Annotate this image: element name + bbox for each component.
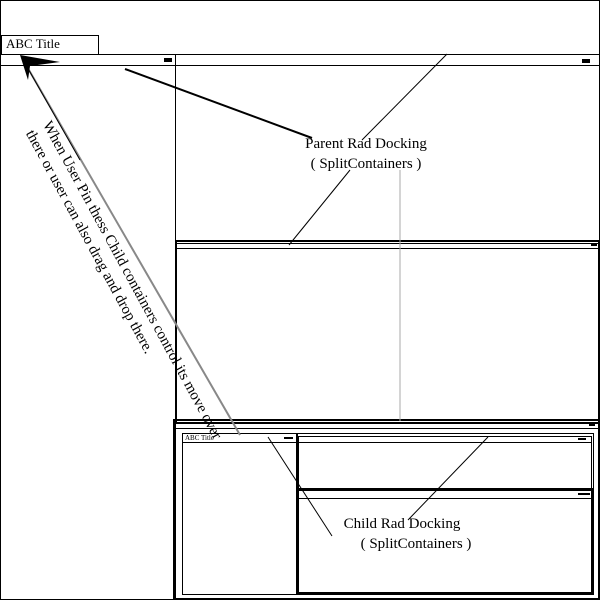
child-right-bottom-pin-icon[interactable] xyxy=(578,493,590,495)
left-pane-pin-icon[interactable] xyxy=(164,58,172,62)
parent-docking-label-line1: Parent Rad Docking xyxy=(305,136,427,152)
parent-pointer-line-3 xyxy=(288,169,351,246)
child-left-pin-icon[interactable] xyxy=(284,437,293,439)
child-pointer-line-2 xyxy=(407,436,489,521)
parent-top-pin-icon[interactable] xyxy=(582,59,590,63)
parent-docking-label-line2: ( SplitContainers ) xyxy=(310,156,422,172)
tab-title-label: ABC Title xyxy=(6,36,60,51)
child-right-bottom-pane xyxy=(297,488,593,594)
left-pane-header-line xyxy=(1,65,175,66)
parent-bottom-pin-icon[interactable] xyxy=(589,423,595,426)
child-docking-label-line2: ( SplitContainers ) xyxy=(360,536,472,552)
child-left-header-line xyxy=(183,442,297,443)
parent-middle-header-line xyxy=(177,248,598,249)
child-right-pane xyxy=(296,433,594,595)
child-docking-label-line1: Child Rad Docking xyxy=(343,516,461,532)
child-right-top-pin-icon[interactable] xyxy=(578,438,586,440)
parent-pointer-line-2 xyxy=(361,53,448,141)
pin-arrow-head xyxy=(20,55,60,80)
child-right-top-header-line xyxy=(299,442,591,443)
parent-bottom-header-line xyxy=(175,428,598,429)
pin-arrow-shaft-dark xyxy=(21,57,81,161)
parent-middle-pin-icon[interactable] xyxy=(591,243,597,246)
child-right-bottom-header-line xyxy=(299,498,591,499)
child-pointer-line-1 xyxy=(267,436,333,537)
parent-pointer-line-1 xyxy=(124,68,313,139)
child-tab-title[interactable]: ABC Title xyxy=(185,434,214,442)
parent-top-header-line xyxy=(176,65,599,66)
parent-middle-pane xyxy=(175,240,600,424)
pin-arrow-shaft xyxy=(21,57,241,436)
child-right-top-pane xyxy=(298,436,592,491)
parent-bottom-pane xyxy=(173,419,600,600)
